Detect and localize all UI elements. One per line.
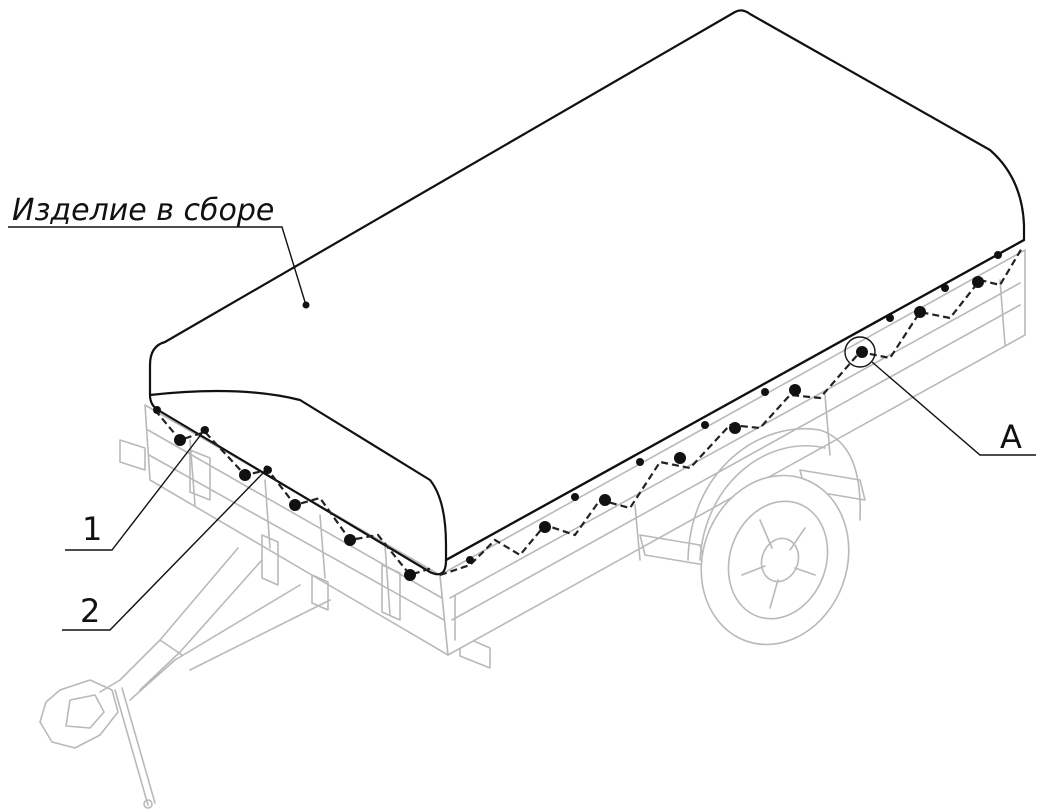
item-2-leader-dot [263,465,271,473]
front-latches [119,439,491,669]
cover-side-edge [444,238,1026,562]
view-a-leader [871,361,1036,456]
wheel-spokes [741,519,816,609]
assembly-leader [8,226,306,303]
trailer-ghost [39,249,1026,809]
callout-view-a: A [844,336,1036,456]
cover-front-edge [148,393,448,576]
item-2-leader [62,469,267,631]
jockey-leg [114,687,156,806]
view-a-circle [844,336,876,368]
callout-2: 2 [62,465,271,631]
side-board-ribs [449,279,1021,641]
wheel-hub [760,537,800,583]
item-1-label: 1 [82,510,102,548]
callout-assembly: Изделие в сборе [8,193,310,309]
wheel-rim [727,500,829,620]
drawbar [99,547,331,701]
jockey-foot [143,799,153,809]
item-1-leader [65,431,204,551]
assembly-leader-dot [302,301,310,309]
callout-1: 1 [65,426,208,551]
coupling-head [39,679,119,749]
item-1-leader-dot [200,426,208,434]
view-a-label: A [1000,418,1022,456]
fender [687,428,861,561]
cover-top-outline [148,9,1026,562]
assembly-label: Изделие в сборе [12,193,274,228]
rope-lacing [153,247,1023,581]
front-board-ribs [147,429,445,621]
tarpaulin-cover [148,9,1026,576]
item-2-label: 2 [80,592,100,630]
side-board [439,249,1026,656]
